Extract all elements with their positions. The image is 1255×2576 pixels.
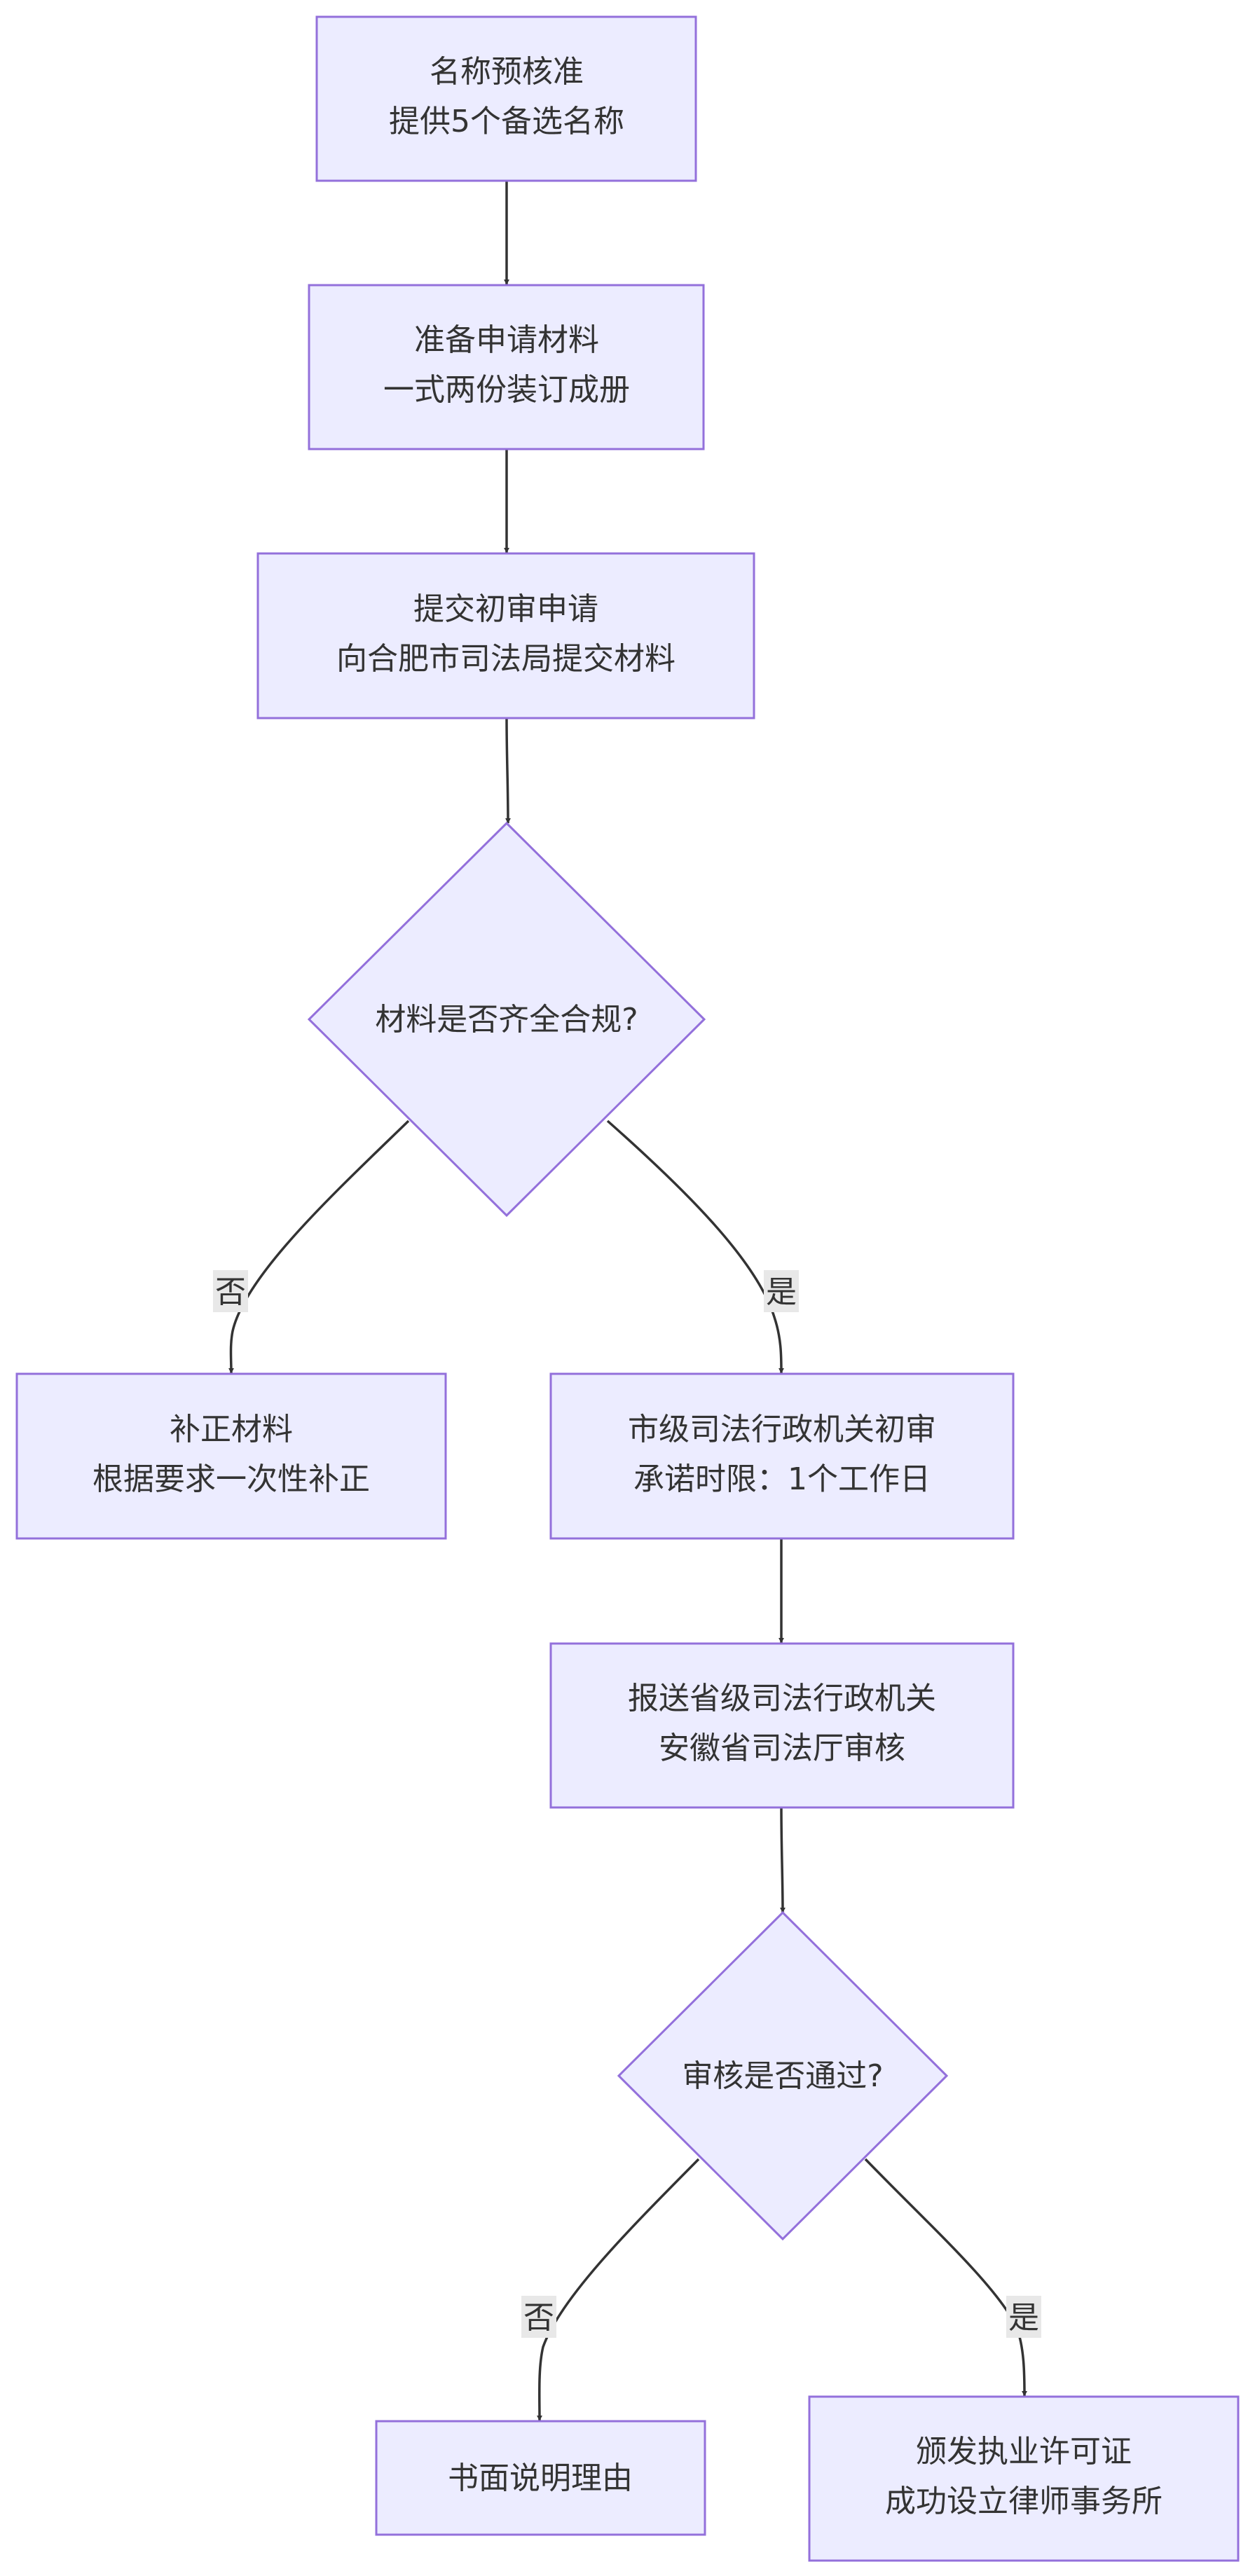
edge-label-text: 是	[766, 1274, 797, 1310]
edge-review-to-license	[864, 2158, 1027, 2397]
node-line2: 向合肥市司法局提交材料	[336, 641, 675, 677]
node-box	[375, 2420, 706, 2536]
node-line2: 一式两份装订成册	[383, 372, 630, 408]
node-line2: 提供5个备选名称	[389, 104, 624, 139]
node-review-pass: 审核是否通过?	[617, 1910, 949, 2241]
node-submit-initial: 提交初审申请 向合肥市司法局提交材料	[256, 552, 755, 719]
node-written-reason: 书面说明理由	[375, 2420, 706, 2536]
edge-label-bg	[764, 1270, 799, 1312]
node-line2: 根据要求一次性补正	[92, 1461, 370, 1497]
edge-label-text: 是	[1008, 2300, 1039, 2336]
node-line1: 名称预核准	[430, 54, 584, 90]
node-line2: 承诺时限：1个工作日	[633, 1461, 931, 1497]
node-box	[15, 1372, 447, 1540]
edge-label-bg	[213, 1270, 248, 1312]
edge-label-text: 否	[523, 2300, 554, 2336]
node-issue-license: 颁发执业许可证 成功设立律师事务所	[808, 2395, 1240, 2562]
node-diamond	[307, 821, 706, 1218]
edge-label-materials-yes: 是	[764, 1270, 799, 1312]
node-line1: 补正材料	[170, 1412, 293, 1447]
node-line1: 颁发执业许可证	[916, 2434, 1132, 2470]
edge-province-to-review	[779, 1807, 786, 1913]
node-box	[549, 1642, 1015, 1809]
node-diamond	[617, 1910, 949, 2241]
node-city-review: 市级司法行政机关初审 承诺时限：1个工作日	[549, 1372, 1015, 1540]
node-line1: 市级司法行政机关初审	[628, 1412, 936, 1447]
node-question: 审核是否通过?	[682, 2058, 883, 2094]
node-name-precheck: 名称预核准 提供5个备选名称	[315, 15, 697, 182]
node-box	[256, 552, 755, 719]
node-box	[808, 2395, 1240, 2562]
node-prepare-materials: 准备申请材料 一式两份装订成册	[308, 284, 705, 450]
node-box	[315, 15, 697, 182]
edge-label-text: 否	[215, 1274, 246, 1310]
node-line1: 提交初审申请	[413, 591, 598, 627]
node-line2: 安徽省司法厅审核	[659, 1730, 905, 1766]
edge-label-review-yes: 是	[1006, 2296, 1041, 2338]
edge-label-review-no: 否	[521, 2296, 556, 2338]
node-province-submit: 报送省级司法行政机关 安徽省司法厅审核	[549, 1642, 1015, 1809]
node-question: 材料是否齐全合规?	[375, 1002, 638, 1038]
edge-check-to-supplement	[228, 1120, 410, 1374]
node-box	[549, 1372, 1015, 1540]
edge-submit-to-check	[505, 717, 511, 824]
edge-label-materials-no: 否	[213, 1270, 248, 1312]
node-line1: 准备申请材料	[414, 322, 599, 358]
node-supplement: 补正材料 根据要求一次性补正	[15, 1372, 447, 1540]
node-materials-check: 材料是否齐全合规?	[307, 821, 706, 1218]
node-text: 书面说明理由	[448, 2460, 633, 2496]
node-box	[308, 284, 705, 450]
edge-review-to-written	[536, 2158, 700, 2421]
edges	[228, 181, 1027, 2421]
edge-label-bg	[1006, 2296, 1041, 2338]
edge-check-to-city	[606, 1120, 784, 1374]
node-line2: 成功设立律师事务所	[885, 2484, 1163, 2519]
node-line1: 报送省级司法行政机关	[628, 1681, 936, 1716]
edge-label-bg	[521, 2296, 556, 2338]
